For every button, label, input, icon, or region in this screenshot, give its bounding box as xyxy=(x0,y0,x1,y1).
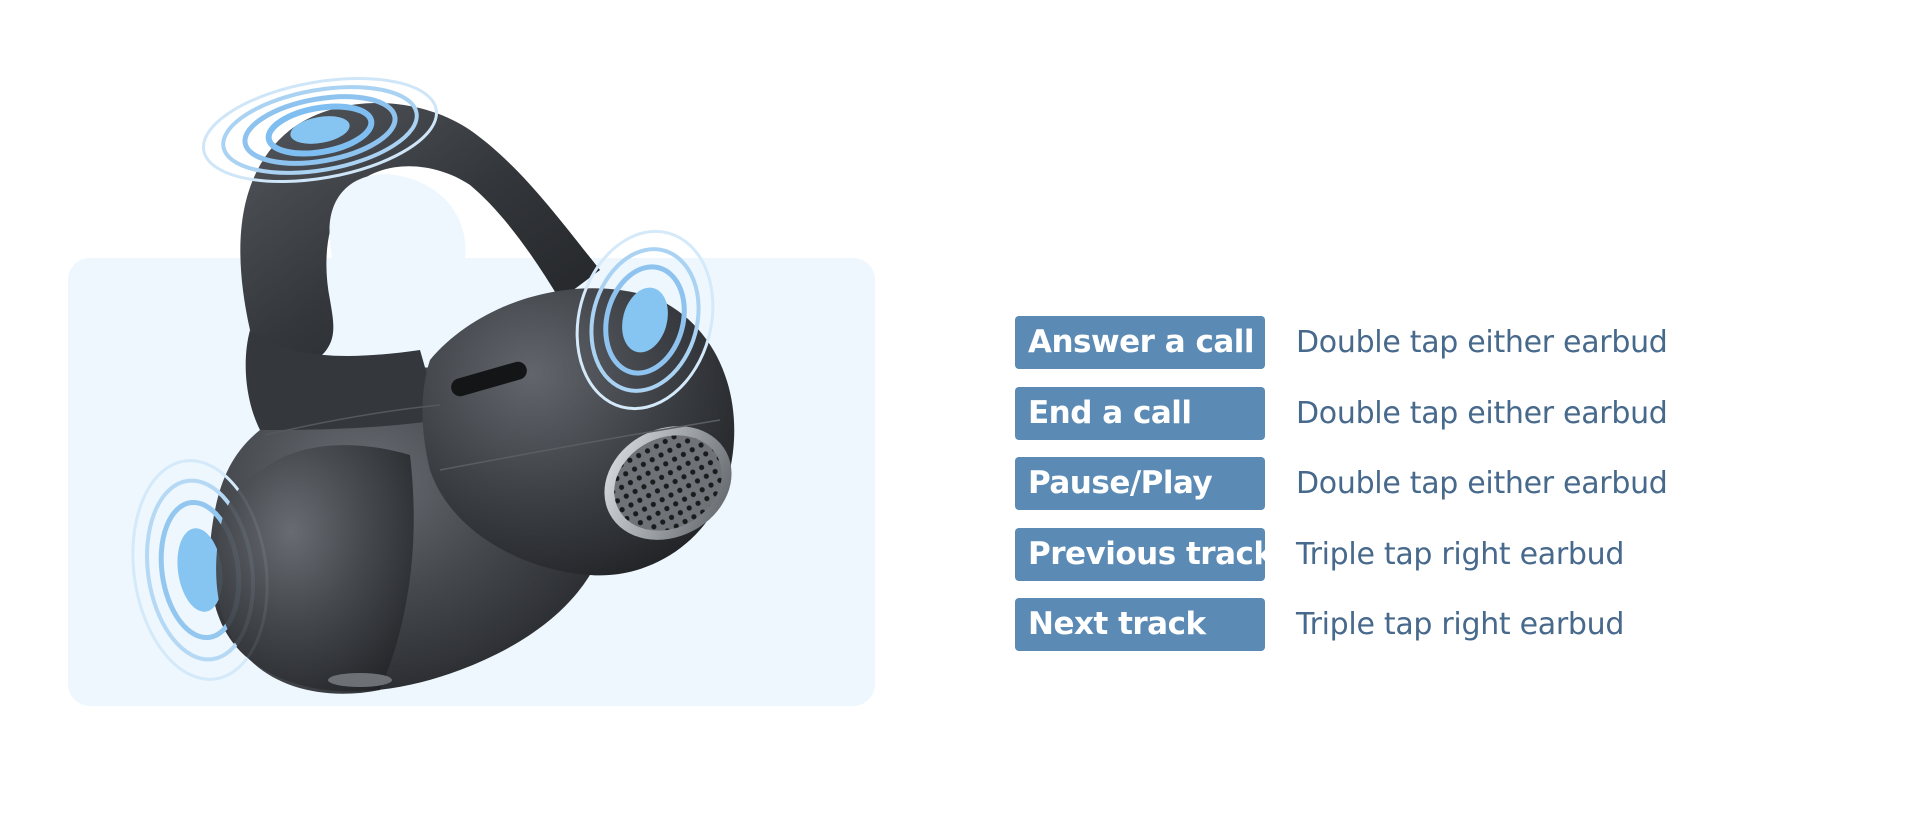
action-label: Answer a call xyxy=(1015,316,1265,369)
gesture-description: Double tap either earbud xyxy=(1296,395,1668,431)
control-row-pause-play: Pause/Play Double tap either earbud xyxy=(1015,457,1715,510)
touch-controls-list: Answer a call Double tap either earbud E… xyxy=(1015,316,1715,669)
control-row-end-call: End a call Double tap either earbud xyxy=(1015,386,1715,440)
control-row-next-track: Next track Triple tap right earbud xyxy=(1015,598,1715,651)
action-label: Previous track xyxy=(1015,527,1274,581)
gesture-description: Triple tap right earbud xyxy=(1296,536,1625,572)
action-label: End a call xyxy=(1015,386,1265,440)
action-label: Next track xyxy=(1015,598,1265,651)
microphone-slot xyxy=(451,361,527,397)
touch-ripple-right-icon xyxy=(575,229,715,411)
earbud-product-image xyxy=(131,76,735,694)
control-row-answer-call: Answer a call Double tap either earbud xyxy=(1015,316,1715,369)
touch-ripple-top-icon xyxy=(201,76,439,184)
gesture-description: Double tap either earbud xyxy=(1296,466,1668,501)
action-label: Pause/Play xyxy=(1015,457,1265,510)
control-row-previous-track: Previous track Triple tap right earbud xyxy=(1015,527,1715,581)
gesture-description: Double tap either earbud xyxy=(1296,325,1668,360)
gesture-description: Triple tap right earbud xyxy=(1296,607,1625,642)
